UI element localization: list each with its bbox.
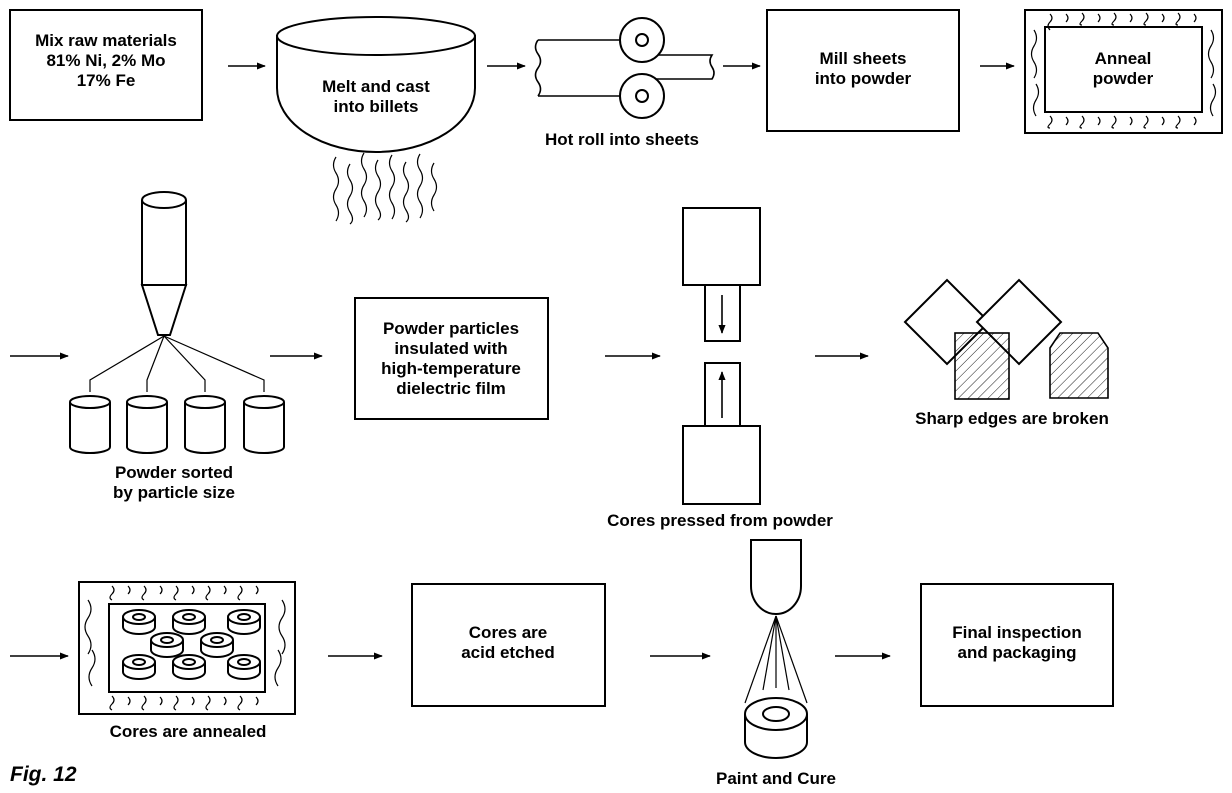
insulation-box	[354, 297, 549, 420]
paint-step: Paint and Cure	[716, 539, 836, 788]
melt-label-line-2: into billets	[334, 97, 419, 116]
insulated-label-line-3: high-temperature	[381, 359, 521, 378]
upper-die	[682, 207, 761, 286]
mix-raw-materials-step: Mix raw materials 81% Ni, 2% Mo 17% Fe	[9, 9, 203, 121]
acid-label-line-1: Cores are	[469, 623, 547, 642]
sorting-lines	[89, 335, 265, 392]
furnace-heat-waves-icon	[84, 585, 286, 711]
figure-label: Fig. 12	[10, 763, 77, 786]
mix-label-line-1: Mix raw materials	[35, 31, 177, 50]
insulated-label-line-2: insulated with	[394, 339, 507, 358]
painted-core-icon	[744, 697, 808, 759]
hot-roll-step: Hot roll into sheets	[534, 17, 715, 149]
spray-nozzle-icon	[750, 539, 802, 615]
hot-roll-label: Hot roll into sheets	[545, 130, 699, 149]
insulated-label-line-1: Powder particles	[383, 319, 519, 338]
pressed-label: Cores pressed from powder	[607, 511, 833, 530]
toroid-core-icon	[172, 609, 206, 635]
furnace-inner	[1044, 26, 1203, 113]
final-inspection-box	[920, 583, 1114, 707]
melt-and-cast-step: Melt and cast into billets	[276, 16, 476, 225]
paint-label: Paint and Cure	[716, 769, 836, 788]
toroid-core-icon	[122, 654, 156, 680]
crucible-rim	[276, 16, 476, 56]
anneal-label-line-2: powder	[1093, 69, 1154, 88]
spray-lines	[744, 615, 808, 704]
lower-die	[682, 425, 761, 505]
anneal-powder-step: Anneal powder	[1024, 9, 1223, 134]
edge-breaking-step: Sharp edges are broken	[903, 278, 1109, 428]
toroid-core-icon	[150, 632, 184, 658]
sorted-label-line-1: Powder sorted	[115, 463, 233, 482]
toroid-core-icon	[172, 654, 206, 680]
edges-label: Sharp edges are broken	[915, 409, 1109, 428]
mill-label-line-1: Mill sheets	[820, 49, 907, 68]
heat-waves-icon	[332, 152, 438, 225]
cores-annealed-label: Cores are annealed	[110, 722, 267, 741]
acid-etch-box	[411, 583, 606, 707]
final-label-line-1: Final inspection	[952, 623, 1081, 642]
mix-label-line-3: 17% Fe	[77, 71, 136, 90]
insulation-step: Powder particles insulated with high-tem…	[354, 297, 549, 420]
hatched-core-icon	[954, 332, 1010, 400]
hopper-icon	[140, 191, 188, 336]
final-inspection-step: Final inspection and packaging	[920, 583, 1114, 707]
acid-etch-step: Cores are acid etched	[411, 583, 606, 707]
toroid-core-icon	[122, 609, 156, 635]
sorted-label-line-2: by particle size	[113, 483, 235, 502]
crucible-icon	[276, 35, 476, 153]
press-step: Cores pressed from powder	[607, 207, 833, 530]
sorted-bin-icon	[184, 395, 226, 454]
mill-sheets-step: Mill sheets into powder	[766, 9, 960, 132]
sheet-icon	[642, 54, 715, 80]
sorted-bin-icon	[126, 395, 168, 454]
rounded-core-icon	[1049, 332, 1109, 399]
furnace-heat-waves-icon	[1030, 12, 1217, 129]
core-annealing-step: Cores are annealed	[78, 581, 296, 741]
anneal-label-line-1: Anneal	[1095, 49, 1152, 68]
acid-label-line-2: acid etched	[461, 643, 555, 662]
sorted-bin-icon	[69, 395, 111, 454]
mix-raw-materials-box	[9, 9, 203, 121]
billet-edge	[534, 39, 542, 97]
sorted-bin-icon	[243, 395, 285, 454]
melt-label-line-1: Melt and cast	[322, 77, 430, 96]
powder-sorting-step: Powder sorted by particle size	[69, 191, 285, 502]
final-label-line-2: and packaging	[957, 643, 1076, 662]
mill-label-line-2: into powder	[815, 69, 912, 88]
toroid-core-icon	[227, 654, 261, 680]
mill-sheets-box	[766, 9, 960, 132]
insulated-label-line-4: dielectric film	[396, 379, 506, 398]
toroid-core-icon	[200, 632, 234, 658]
toroid-core-icon	[227, 609, 261, 635]
mix-label-line-2: 81% Ni, 2% Mo	[46, 51, 165, 70]
